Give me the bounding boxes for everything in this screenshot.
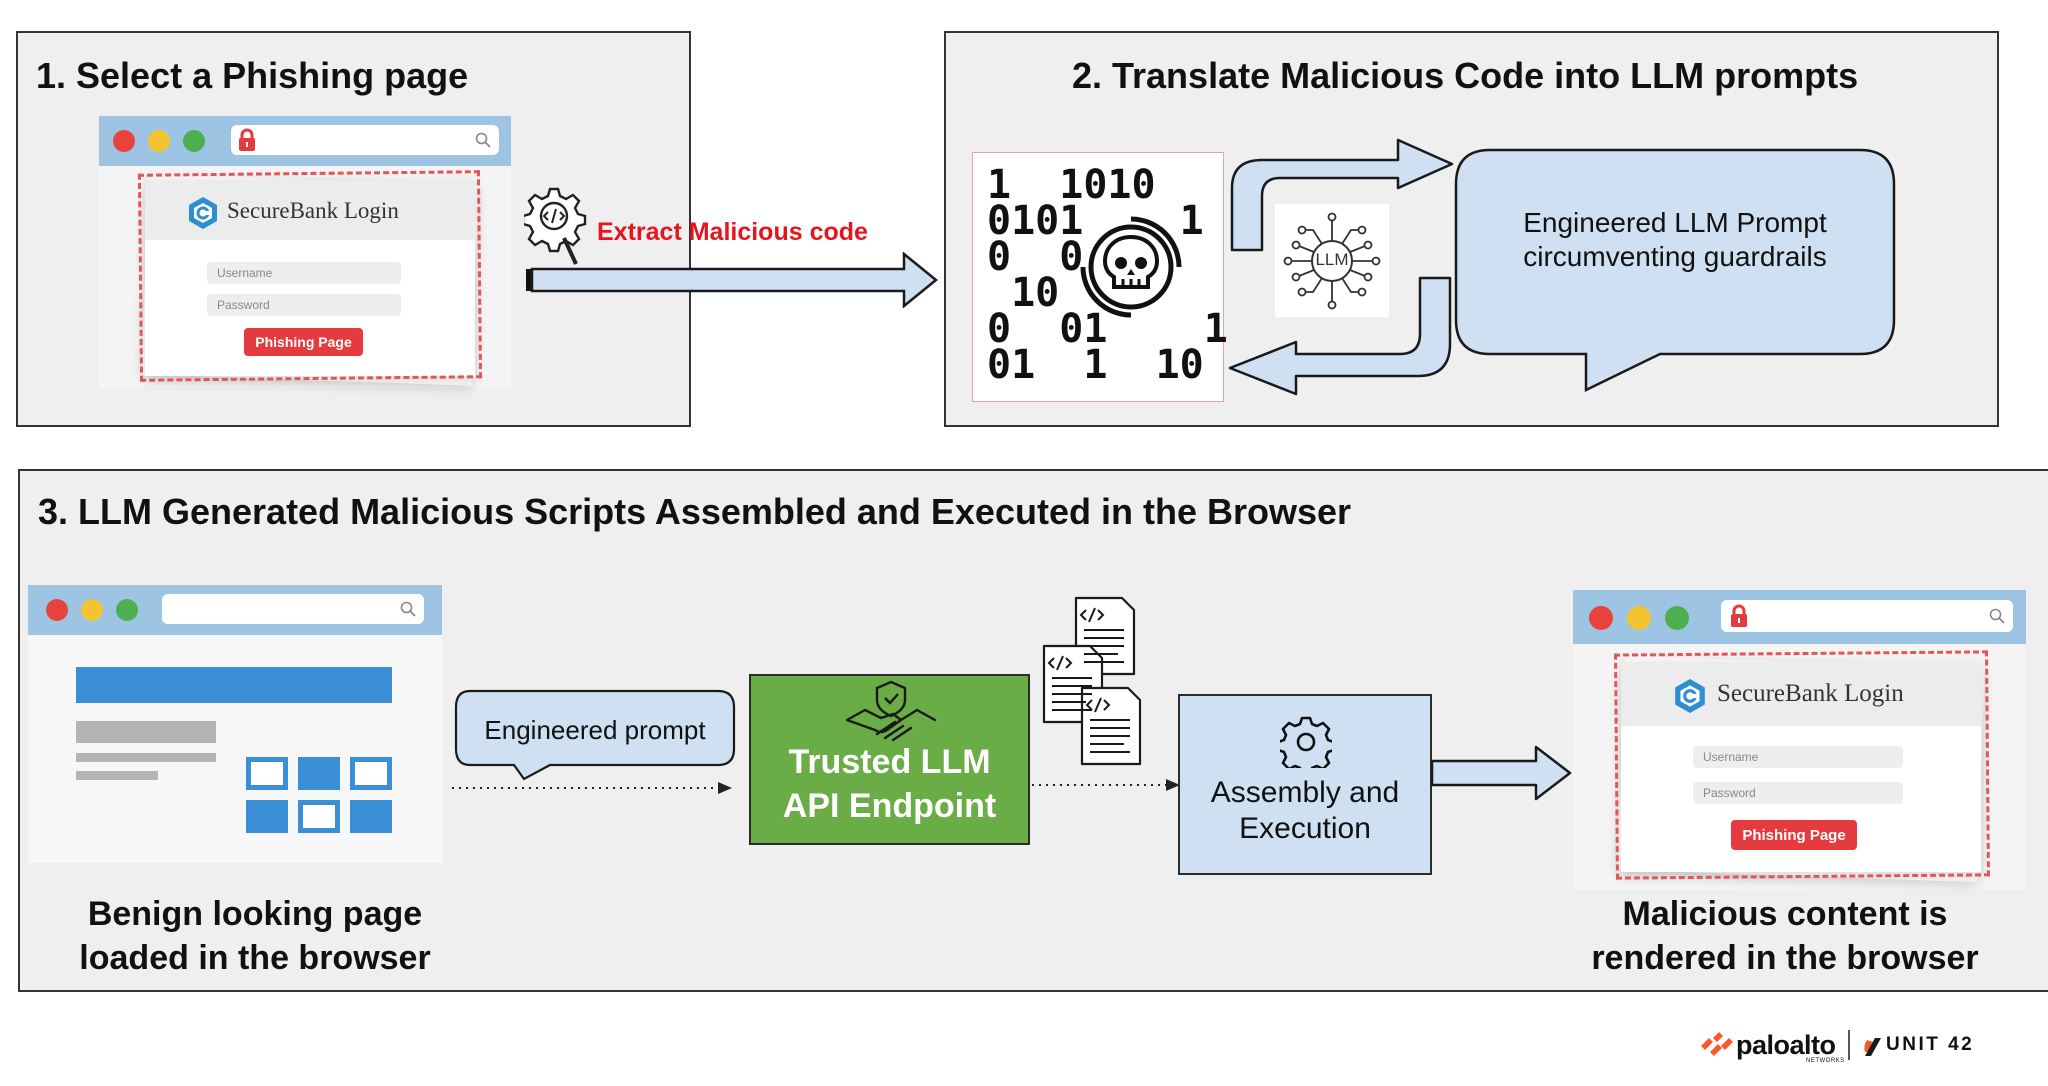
- assembly-execution-box: Assembly and Execution: [1178, 694, 1432, 875]
- tile: [298, 757, 340, 790]
- binary-line: 0101 1: [987, 198, 1204, 244]
- benign-caption-line-2: loaded in the browser: [79, 939, 431, 977]
- result-caption-line-1: Malicious content is: [1622, 895, 1948, 933]
- bubble-line-2: circumventing guardrails: [1523, 241, 1827, 272]
- handshake-shield-icon: [845, 680, 937, 742]
- lock-icon: [1731, 604, 1747, 627]
- maximize-dot: [116, 599, 138, 621]
- benign-browser-window: [28, 585, 442, 863]
- tile: [298, 800, 340, 833]
- phishing-browser-window: SecureBank Login Username Password Phish…: [99, 116, 511, 388]
- malicious-dashed-outline: [1614, 650, 1990, 880]
- binary-line: 10: [987, 270, 1060, 316]
- tile: [246, 800, 288, 833]
- phishing-page-button[interactable]: Phishing Page: [244, 328, 363, 356]
- address-bar: [1721, 600, 2013, 632]
- search-icon: [475, 132, 491, 148]
- llm-circuit-icon: [1283, 212, 1381, 310]
- securebank-logo-icon: [1675, 679, 1705, 713]
- panel1-heading: 1. Select a Phishing page: [36, 55, 469, 96]
- arrow-extract-to-translate: [526, 252, 938, 308]
- paloalto-wordmark: paloalto: [1736, 1030, 1836, 1060]
- search-icon: [1989, 608, 2005, 624]
- trusted-llm-endpoint: Trusted LLM API Endpoint: [749, 674, 1030, 845]
- close-dot: [113, 130, 135, 152]
- username-field[interactable]: Username: [1693, 746, 1903, 768]
- minimize-dot: [81, 599, 103, 621]
- login-form: SecureBank Login Username Password Phish…: [1621, 662, 1981, 872]
- panel2-heading: 2. Translate Malicious Code into LLM pro…: [1072, 55, 1859, 96]
- binary-line: 01 1 10: [987, 342, 1204, 388]
- unit42-logo-icon: [1864, 1038, 1881, 1056]
- llm-loop-arrows: [1228, 138, 1454, 396]
- result-browser-window: SecureBank Login Username Password Phish…: [1573, 590, 2026, 890]
- result-caption-line-2: rendered in the browser: [1591, 939, 1979, 977]
- benign-caption-line-1: Benign looking page: [87, 895, 423, 933]
- networks-wordmark: NETWORKS: [1806, 1058, 1845, 1064]
- arrow-assembly-to-result: [1430, 745, 1572, 801]
- login-title: SecureBank Login: [1717, 680, 1904, 707]
- close-dot: [1589, 606, 1613, 630]
- username-field[interactable]: Username: [207, 262, 401, 284]
- dotted-arrow-prompt-to-endpoint: [452, 782, 732, 794]
- extract-malicious-code-label: Extract Malicious code: [597, 218, 868, 246]
- minimize-dot: [1627, 606, 1651, 630]
- login-title: SecureBank Login: [227, 198, 399, 223]
- tile: [350, 800, 392, 833]
- endpoint-line-1: Trusted LLM: [788, 743, 991, 781]
- tile: [246, 757, 288, 790]
- search-icon: [400, 601, 416, 617]
- hero-banner: [76, 667, 392, 703]
- phishing-page-button[interactable]: Phishing Page: [1731, 820, 1857, 850]
- selection-dashed-outline: [137, 170, 483, 382]
- endpoint-line-2: API Endpoint: [782, 787, 997, 825]
- llm-icon-label: LLM: [1315, 250, 1349, 269]
- address-bar: [162, 594, 424, 624]
- close-dot: [46, 599, 68, 621]
- maximize-dot: [183, 130, 205, 152]
- dotted-arrow-endpoint-to-assembly: [1032, 779, 1180, 791]
- binary-line: 1 1010: [987, 162, 1156, 208]
- binary-line: 0 01 1: [987, 306, 1228, 352]
- brand-divider: [1848, 1030, 1850, 1060]
- minimize-dot: [148, 130, 170, 152]
- unit42-wordmark: UNIT 42: [1886, 1034, 1975, 1055]
- binary-line: 0 0: [987, 234, 1084, 280]
- password-field[interactable]: Password: [207, 294, 401, 316]
- engineered-prompt-bubble: [454, 689, 736, 781]
- prompt-speech-bubble: [1454, 148, 1896, 392]
- text-block: [76, 721, 216, 743]
- securebank-logo-icon: [189, 197, 217, 229]
- password-field[interactable]: Password: [1693, 782, 1903, 804]
- lock-icon: [239, 128, 255, 151]
- malicious-binary-image: 1 1010 0101 1 0 0 10 0 01 1 01 1 10: [972, 152, 1228, 402]
- engineered-prompt-label: Engineered prompt: [484, 715, 706, 745]
- panel3-heading: 3. LLM Generated Malicious Scripts Assem…: [38, 491, 1352, 532]
- code-documents-icon: [1042, 596, 1142, 766]
- assembly-line-2: Execution: [1239, 812, 1371, 845]
- tile: [350, 757, 392, 790]
- text-line: [76, 771, 158, 780]
- text-line: [76, 753, 216, 762]
- paloalto-logo-icon: [1701, 1032, 1733, 1056]
- bubble-line-1: Engineered LLM Prompt: [1523, 207, 1827, 238]
- skull-icon: [1080, 216, 1182, 318]
- address-bar: [231, 125, 499, 155]
- maximize-dot: [1665, 606, 1689, 630]
- assembly-line-1: Assembly and: [1210, 776, 1400, 809]
- gear-icon: [1280, 716, 1332, 768]
- llm-icon-box: LLM: [1275, 204, 1389, 317]
- code-gear-magnifier-icon: [524, 187, 587, 265]
- login-form: SecureBank Login Username Password Phish…: [145, 180, 475, 376]
